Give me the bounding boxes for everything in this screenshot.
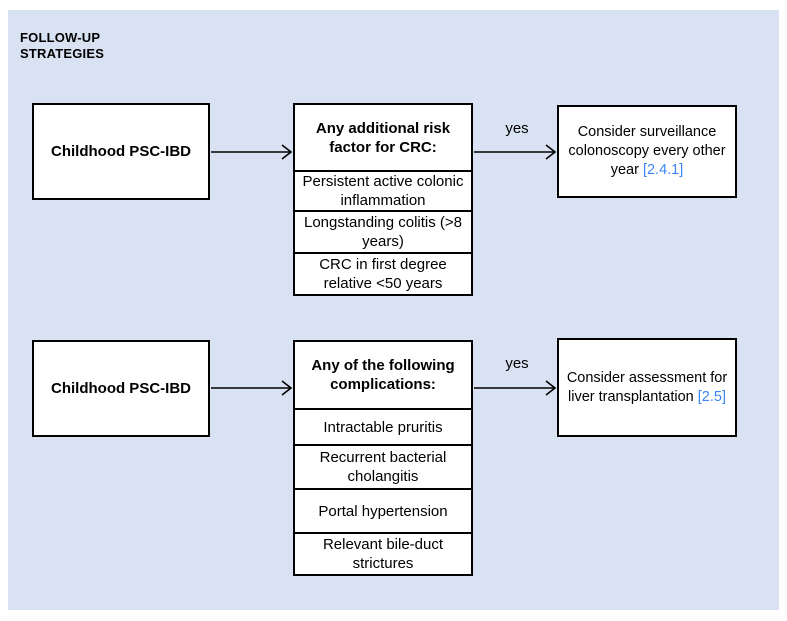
flow1-decision-item: Persistent active colonic inflammation	[295, 170, 471, 210]
diagram-title: FOLLOW-UP STRATEGIES	[20, 30, 105, 61]
flow1-decision-header: Any additional risk factor for CRC:	[315, 119, 451, 156]
flow1-outcome-box: Consider surveillance colonoscopy every …	[557, 105, 737, 198]
flow2-decision-item: Recurrent bacterial cholangitis	[295, 444, 471, 488]
flow1-yes-label: yes	[505, 120, 529, 137]
flow2-outcome-text: Consider assessment for liver transplant…	[566, 369, 728, 405]
flow1-outcome-reference-link[interactable]: [2.4.1]	[642, 162, 684, 178]
flow2-outcome-reference-link[interactable]: [2.5]	[697, 388, 726, 405]
flow2-decision-item: Relevant bile-duct strictures	[295, 532, 471, 574]
flow2-decision-box: Any of the following complications: Intr…	[293, 340, 473, 576]
flow2-decision-header: Any of the following complications:	[311, 357, 455, 393]
flow2-source-box: Childhood PSC-IBD	[32, 340, 210, 437]
flow2-yes-label: yes	[505, 355, 529, 372]
flow2-decision-item: Portal hypertension	[295, 488, 471, 532]
flow2-decision-item: Intractable pruritis	[295, 408, 471, 444]
flow1-decision-item: Longstanding colitis (>8 years)	[295, 210, 471, 252]
flow1-source-box: Childhood PSC-IBD	[32, 103, 210, 200]
flow1-source-label: Childhood PSC-IBD	[51, 143, 191, 160]
flow1-outcome-text: Consider surveillance colonoscopy every …	[568, 124, 726, 178]
flow1-decision-box: Any additional risk factor for CRC: Pers…	[293, 103, 473, 296]
flow2-source-label: Childhood PSC-IBD	[51, 380, 191, 397]
flow1-decision-item: CRC in first degree relative <50 years	[295, 252, 471, 294]
flow2-outcome-box: Consider assessment for liver transplant…	[557, 338, 737, 437]
